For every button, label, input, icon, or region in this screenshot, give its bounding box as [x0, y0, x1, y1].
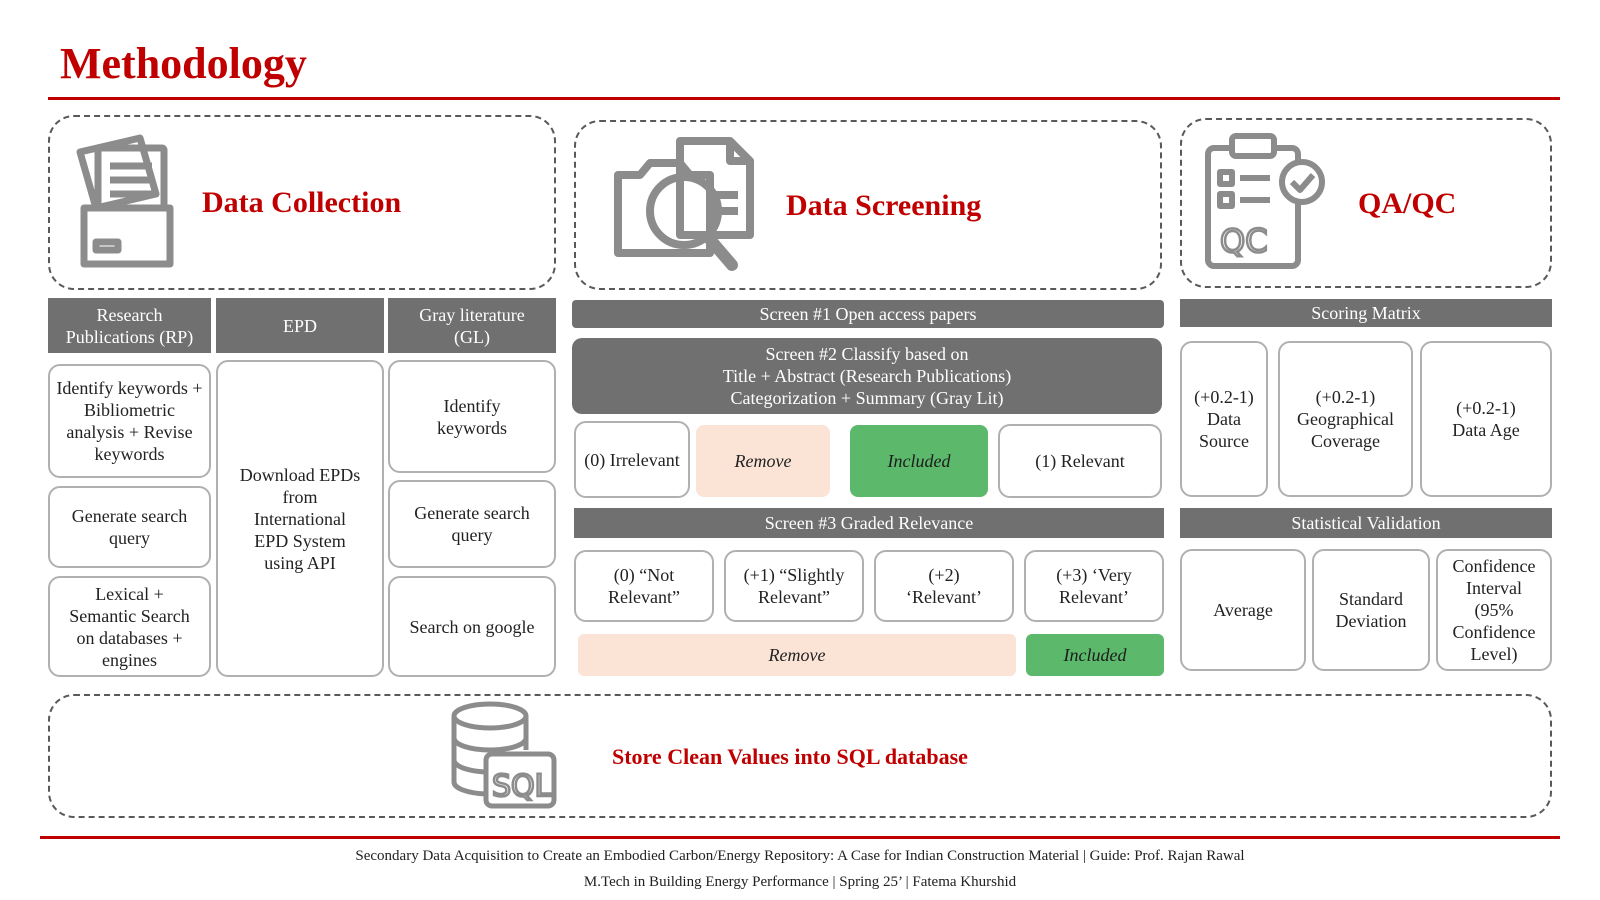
scoring-matrix-bar: Scoring Matrix	[1180, 299, 1552, 327]
score-data-age: (+0.2-1) Data Age	[1420, 341, 1552, 497]
validation-standard-deviation: Standard Deviation	[1312, 549, 1430, 671]
column-header-gray-literature: Gray literature (GL)	[388, 298, 556, 353]
rp-step-generate-query: Generate search query	[48, 486, 211, 568]
document-search-icon	[610, 135, 758, 275]
gl-step-identify-keywords: Identify keywords	[388, 360, 556, 473]
rp-step-identify-keywords: Identify keywords + Bibliometric analysi…	[48, 364, 211, 478]
store-heading: Store Clean Values into SQL database	[612, 744, 968, 769]
data-collection-heading: Data Collection	[202, 186, 402, 219]
validation-confidence-interval: Confidence Interval (95% Confidence Leve…	[1436, 549, 1552, 671]
screen-1-bar: Screen #1 Open access papers	[572, 300, 1164, 328]
qaqc-header-box	[1180, 118, 1552, 288]
screen-2-remove: Remove	[696, 425, 830, 497]
column-header-epd: EPD	[216, 298, 384, 353]
data-screening-heading: Data Screening	[786, 189, 982, 222]
qaqc-heading: QA/QC	[1358, 187, 1457, 220]
screen-2-line-1: Screen #2 Classify based on	[765, 344, 969, 364]
screen-2-irrelevant: (0) Irrelevant	[574, 421, 690, 498]
footer-line-1: Secondary Data Acquisition to Create an …	[355, 848, 1245, 864]
screen-2-line-3: Categorization + Summary (Gray Lit)	[730, 388, 1004, 408]
screen-3-bar: Screen #3 Graded Relevance	[574, 508, 1164, 538]
footer-line-2: M.Tech in Building Energy Performance | …	[583, 874, 1017, 890]
title-divider	[48, 97, 1560, 100]
score-data-source: (+0.2-1) Data Source	[1180, 341, 1268, 497]
sql-icon-text: SQL	[492, 769, 552, 804]
score-geographical-coverage: (+0.2-1) Geographical Coverage	[1278, 341, 1413, 497]
epd-step-download: Download EPDs from International EPD Sys…	[216, 360, 384, 677]
gl-step-generate-query: Generate search query	[388, 480, 556, 568]
grade-1-slightly-relevant: (+1) “Slightly Relevant”	[724, 550, 864, 622]
folder-documents-icon	[70, 130, 182, 270]
screen-3-remove: Remove	[578, 634, 1016, 676]
gl-step-search-google: Search on google	[388, 576, 556, 677]
validation-average: Average	[1180, 549, 1306, 671]
column-header-research-publications: Research Publications (RP)	[48, 298, 211, 353]
screen-2-included: Included	[850, 425, 988, 497]
grade-3-very-relevant: (+3) ‘Very Relevant’	[1024, 550, 1164, 622]
qc-icon-text: QC	[1220, 222, 1268, 260]
screen-2-relevant: (1) Relevant	[998, 424, 1162, 498]
store-box	[48, 694, 1552, 818]
rp-step-lexical-semantic-search: Lexical + Semantic Search on databases +…	[48, 576, 211, 677]
data-collection-header-box	[48, 115, 556, 290]
footer-divider	[40, 836, 1560, 839]
grade-2-relevant: (+2) ‘Relevant’	[874, 550, 1014, 622]
screen-2-bar: Screen #2 Classify based on Title + Abst…	[572, 338, 1162, 414]
sql-database-icon: SQL	[446, 700, 558, 812]
qc-clipboard-icon: QC	[1200, 130, 1330, 272]
statistical-validation-bar: Statistical Validation	[1180, 508, 1552, 538]
data-screening-header-box	[574, 120, 1162, 290]
screen-3-included: Included	[1026, 634, 1164, 676]
grade-0-not-relevant: (0) “Not Relevant”	[574, 550, 714, 622]
screen-2-line-2: Title + Abstract (Research Publications)	[722, 366, 1012, 386]
page-title: Methodology	[60, 39, 307, 88]
